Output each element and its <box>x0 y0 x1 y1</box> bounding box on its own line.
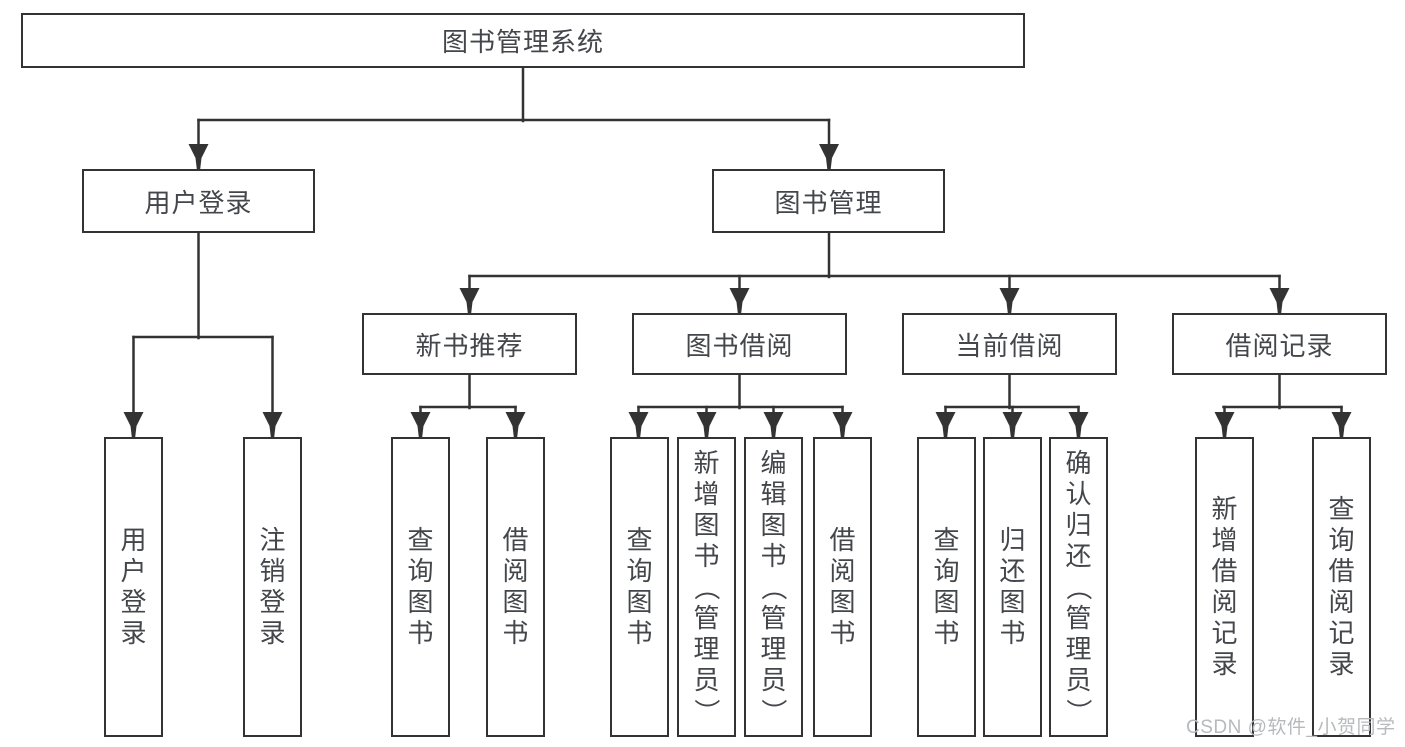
leaf-query-book-3-label: 查询图书 <box>933 525 960 648</box>
node-current-borrow-label: 当前借阅 <box>955 330 1064 361</box>
leaf-add-book-admin-label: 新增图书（管理员） <box>691 447 722 725</box>
node-book-borrow: 图书借阅 <box>632 313 847 375</box>
node-borrow-records: 借阅记录 <box>1172 313 1387 375</box>
leaf-query-book-2-label: 查询图书 <box>626 525 653 648</box>
node-current-borrow: 当前借阅 <box>902 313 1117 375</box>
node-user-login: 用户登录 <box>82 169 315 233</box>
leaf-borrow-book-2: 借阅图书 <box>813 437 872 737</box>
leaf-query-borrow-record-label: 查询借阅记录 <box>1328 494 1355 679</box>
leaf-edit-book-admin: 编辑图书（管理员） <box>744 437 803 737</box>
node-book-management: 图书管理 <box>712 169 945 233</box>
node-new-book-recommend: 新书推荐 <box>362 313 577 375</box>
leaf-borrow-book-1-label: 借阅图书 <box>502 525 529 648</box>
node-book-management-label: 图书管理 <box>774 187 883 218</box>
leaf-borrow-book-1: 借阅图书 <box>486 437 545 737</box>
leaf-confirm-return-admin-label: 确认归还（管理员） <box>1063 447 1094 725</box>
leaf-edit-book-admin-label: 编辑图书（管理员） <box>758 447 789 725</box>
leaf-confirm-return-admin: 确认归还（管理员） <box>1049 437 1108 737</box>
node-user-login-label: 用户登录 <box>144 187 253 218</box>
node-root-label: 图书管理系统 <box>441 27 604 57</box>
leaf-borrow-book-2-label: 借阅图书 <box>829 525 856 648</box>
node-book-borrow-label: 图书借阅 <box>685 330 794 361</box>
leaf-return-book-label: 归还图书 <box>999 525 1026 648</box>
leaf-query-book-3: 查询图书 <box>917 437 976 737</box>
node-root: 图书管理系统 <box>21 13 1025 68</box>
leaf-query-borrow-record: 查询借阅记录 <box>1312 437 1371 737</box>
leaf-query-book-1: 查询图书 <box>391 437 450 737</box>
watermark: CSDN @软件_小贺同学 <box>1186 717 1396 738</box>
leaf-add-borrow-record-label: 新增借阅记录 <box>1211 494 1238 679</box>
leaf-add-borrow-record: 新增借阅记录 <box>1195 437 1254 737</box>
leaf-query-book-2: 查询图书 <box>610 437 669 737</box>
leaf-user-login: 用户登录 <box>104 437 163 737</box>
leaf-logout: 注销登录 <box>243 437 302 737</box>
leaf-user-login-label: 用户登录 <box>120 525 147 648</box>
leaf-add-book-admin: 新增图书（管理员） <box>677 437 736 737</box>
leaf-return-book: 归还图书 <box>983 437 1042 737</box>
leaf-logout-label: 注销登录 <box>259 525 286 648</box>
leaf-query-book-1-label: 查询图书 <box>407 525 434 648</box>
node-borrow-records-label: 借阅记录 <box>1225 330 1334 361</box>
node-new-book-recommend-label: 新书推荐 <box>415 330 524 361</box>
